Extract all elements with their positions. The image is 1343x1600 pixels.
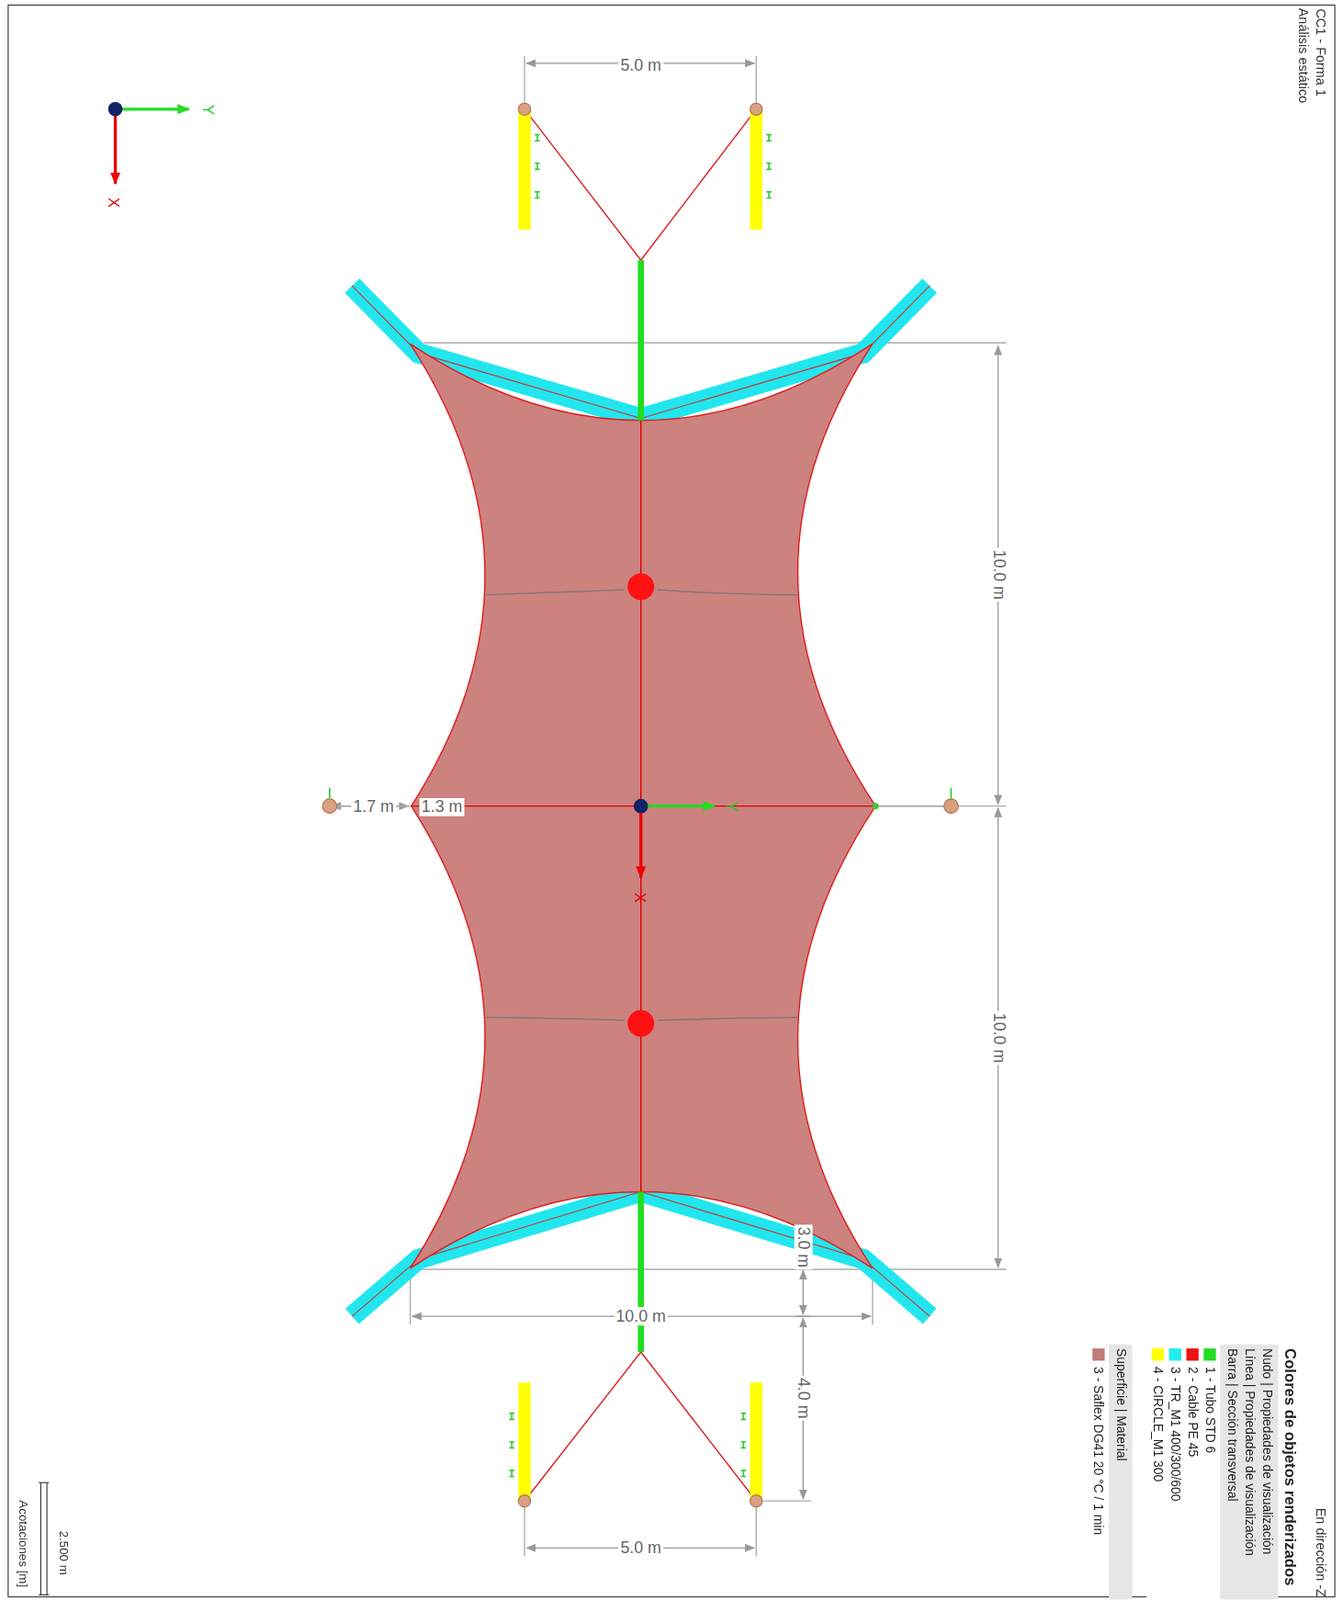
legend-entry: 3 - Saflex DG41 20 °C / 1 min (1089, 1343, 1107, 1600)
dimension-label: 10.0 m (988, 1011, 1007, 1066)
dimension-label: 10.0 m (988, 547, 1007, 602)
legend-swatch (1092, 1348, 1105, 1361)
legend-text: 2 - Cable PE 45 (1185, 1366, 1200, 1457)
legend-swatch (1185, 1348, 1198, 1361)
legend-swatch (1203, 1348, 1216, 1361)
text-label: Acotaciones [m] (14, 1500, 29, 1588)
legend-swatch (1151, 1348, 1164, 1361)
legend-heading: Barra | Sección transversal (1222, 1343, 1241, 1600)
legend-swatch (1169, 1348, 1182, 1361)
text-label: Y (722, 801, 741, 812)
legend-heading: Superficie | Material (1111, 1343, 1129, 1600)
legend-text: 3 - Saflex DG41 20 °C / 1 min (1091, 1366, 1106, 1535)
dimension-label: 4.0 m (793, 1376, 813, 1422)
dimension-label: 3.0 m (793, 1224, 813, 1270)
legend-entry: 1 - Tubo STD 6 (1200, 1343, 1219, 1600)
legend-heading: Nudo | Propiedades de visualización (1257, 1343, 1276, 1600)
legend-entry: 4 - CIRCLE_M1 300 (1148, 1343, 1166, 1600)
dimension-label: 1.7 m (350, 798, 396, 817)
legend-heading: Línea | Propiedades de visualización (1240, 1343, 1258, 1600)
text-label: Análisis estático (1294, 8, 1310, 104)
text-label: X (105, 197, 124, 208)
dimension-label: 5.0 m (618, 56, 664, 75)
dimension-label: 5.0 m (618, 1538, 664, 1558)
dimension-label: 10.0 m (613, 1307, 668, 1326)
text-label: En dirección -Z (1311, 1508, 1328, 1598)
legend-entry: 2 - Cable PE 45 (1183, 1343, 1201, 1600)
legend-text: 4 - CIRCLE_M1 300 (1151, 1366, 1166, 1482)
text-label: 2.500 m (55, 1530, 69, 1575)
legend-group: Superficie | Material (1108, 1343, 1133, 1600)
legend-text: 3 - TR_M1 400/300/600 (1167, 1366, 1183, 1501)
legend-group: 1 - Tubo STD 62 - Cable PE 453 - TR_M1 4… (1146, 1343, 1220, 1600)
legend-group: 3 - Saflex DG41 20 °C / 1 min (1087, 1343, 1109, 1600)
legend-text: 1 - Tubo STD 6 (1202, 1366, 1218, 1454)
legend-group: Nudo | Propiedades de visualizaciónLínea… (1219, 1343, 1278, 1600)
legend-panel: Colores de objetos renderizadosNudo | Pr… (1080, 1343, 1300, 1600)
text-label: Y (199, 103, 217, 114)
dimension-label: 1.3 m (419, 798, 465, 817)
legend-title: Colores de objetos renderizados (1282, 1343, 1300, 1600)
text-label: X (631, 891, 649, 903)
text-label: CC1 - Forma 1 (1311, 8, 1328, 97)
legend-entry: 3 - TR_M1 400/300/600 (1165, 1343, 1184, 1600)
